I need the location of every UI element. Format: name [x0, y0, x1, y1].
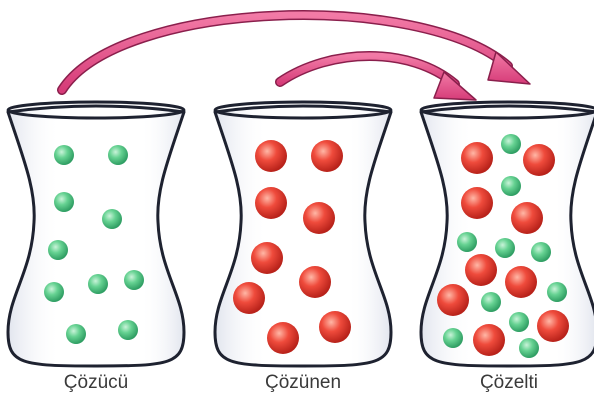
beaker-solute	[215, 102, 391, 366]
solute-particle	[233, 282, 265, 314]
solvent-particle	[102, 209, 122, 229]
solvent-particle	[501, 176, 521, 196]
solvent-particle	[501, 134, 521, 154]
solvent-particle	[495, 238, 515, 258]
glass-outline	[215, 106, 391, 366]
solute-particle	[465, 254, 497, 286]
solute-particle	[267, 322, 299, 354]
solvent-particle	[509, 312, 529, 332]
glass-outline	[8, 106, 184, 366]
beaker-solvent	[8, 102, 184, 366]
solute-particle	[311, 140, 343, 172]
solvent-particle	[457, 232, 477, 252]
solute-particle	[251, 242, 283, 274]
solvent-particle	[118, 320, 138, 340]
solvent-particle	[547, 282, 567, 302]
solute-particle	[319, 311, 351, 343]
solute-particle	[303, 202, 335, 234]
solute-particle	[473, 324, 505, 356]
solvent-particle	[108, 145, 128, 165]
solvent-particle	[124, 270, 144, 290]
solute-particle	[537, 310, 569, 342]
solute-particle	[437, 284, 469, 316]
solvent-particle	[88, 274, 108, 294]
arrow-solvent-to-solution	[62, 15, 530, 90]
arrow-solute-to-solution	[280, 56, 476, 100]
solute-particle	[255, 140, 287, 172]
solute-particle	[255, 187, 287, 219]
solvent-particle	[54, 192, 74, 212]
label-solution: Çözelti	[424, 372, 594, 394]
solute-particle	[299, 266, 331, 298]
solute-particle	[523, 144, 555, 176]
solvent-particle	[48, 240, 68, 260]
solvent-particle	[531, 242, 551, 262]
label-solvent: Çözücü	[11, 372, 181, 394]
beaker-solution	[421, 102, 594, 366]
solute-particle	[461, 142, 493, 174]
solvent-particle	[481, 292, 501, 312]
solvent-particle	[66, 324, 86, 344]
solute-particle	[505, 266, 537, 298]
solute-particle	[461, 187, 493, 219]
solvent-particle	[44, 282, 64, 302]
label-solute: Çözünen	[218, 372, 388, 394]
solvent-particle	[443, 328, 463, 348]
solute-particle	[511, 202, 543, 234]
solvent-particle	[519, 338, 539, 358]
solvent-particle	[54, 145, 74, 165]
